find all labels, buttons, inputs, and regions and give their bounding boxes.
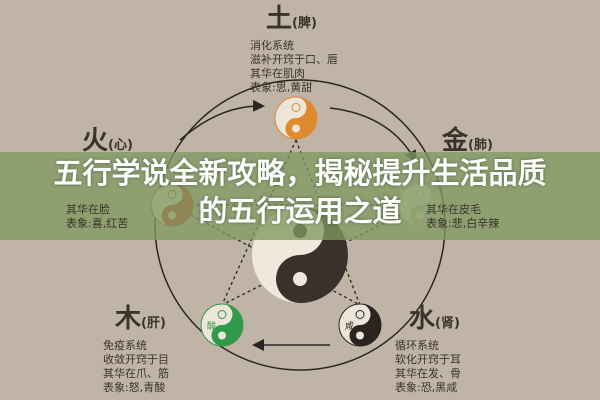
water-line: 表象:恐,黑咸	[395, 381, 458, 394]
metal-line: 其华在皮毛	[426, 203, 481, 216]
water-organ: (肾)	[435, 316, 460, 331]
arrow-earth-metal	[329, 107, 417, 163]
fire-organ: (心)	[108, 138, 133, 153]
water-taste-label: 咸	[345, 320, 354, 332]
controlling-star	[171, 138, 421, 307]
fire-line: 其华在脸	[66, 203, 110, 216]
banner-title-line2: 的五行运用之道	[198, 194, 402, 228]
metal-name: 金	[442, 126, 469, 156]
wood-block: 木(肝) 免疫系统 收敛开窍于目 其华在爪、筋 表象:怒,青酸	[103, 304, 169, 395]
wood-taste-label: 酸	[207, 321, 216, 332]
earth-block: 土(脾) 消化系统 滋补开窍于口、唇 其华在肌肉 表象:思,黄甜	[250, 4, 338, 95]
earth-line: 其华在肌肉	[250, 67, 305, 80]
wood-name: 木	[115, 304, 142, 334]
fire-line: 表象:喜,红苦	[66, 217, 129, 230]
earth-taiji-icon	[274, 96, 318, 140]
earth-name: 土	[266, 4, 293, 34]
fire-block: 火(心) 其华在脸 表象:喜,红苦	[66, 126, 133, 231]
metal-block: 金(肺) 其华在皮毛 表象:悲,白辛辣	[426, 126, 499, 231]
wood-taiji-icon: 酸	[200, 303, 244, 347]
wood-line: 免疫系统	[103, 339, 147, 352]
earth-line: 表象:思,黄甜	[250, 81, 313, 94]
wood-line: 表象:怒,青酸	[103, 381, 166, 394]
earth-organ: (脾)	[292, 16, 317, 31]
metal-organ: (肺)	[468, 138, 493, 153]
banner-title-line1: 五行学说全新攻略，揭秘提升生活品质	[53, 156, 547, 190]
water-line: 其华在发、骨	[395, 367, 461, 380]
water-taiji-icon: 咸	[338, 303, 382, 347]
earth-line: 滋补开窍于口、唇	[250, 53, 338, 66]
water-name: 水	[409, 304, 436, 334]
water-block: 水(肾) 循环系统 软化开窍于耳 其华在发、骨 表象:恐,黑咸	[395, 304, 461, 395]
fire-name: 火	[82, 126, 109, 156]
wood-organ: (肝)	[141, 316, 166, 331]
arrow-fire-earth	[179, 99, 265, 141]
metal-line: 表象:悲,白辛辣	[426, 217, 500, 230]
title-banner: 五行学说全新攻略，揭秘提升生活品质 的五行运用之道	[0, 152, 600, 240]
water-line: 循环系统	[395, 339, 439, 352]
wood-line: 其华在爪、筋	[103, 367, 169, 380]
wood-line: 收敛开窍于目	[103, 353, 169, 366]
water-line: 软化开窍于耳	[395, 353, 461, 366]
earth-line: 消化系统	[250, 39, 294, 52]
